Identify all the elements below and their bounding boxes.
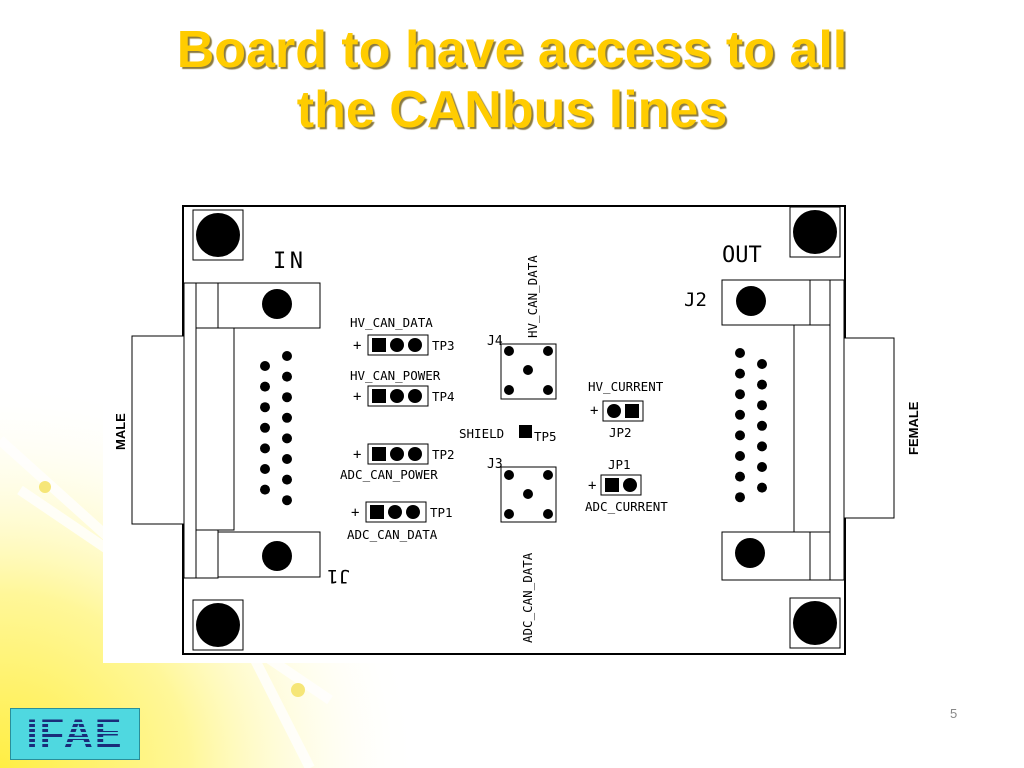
- j1-screw-top: [262, 289, 292, 319]
- connector-pin: [757, 441, 767, 452]
- ifae-logo: IFAE: [10, 708, 140, 760]
- j3-pins: [504, 470, 553, 519]
- title-line-1: Board to have access to all: [176, 21, 848, 79]
- slide-title: Board to have access to all the CANbus l…: [0, 20, 1024, 140]
- jp1-name: ADC_CURRENT: [585, 499, 668, 514]
- tp1-name: ADC_CAN_DATA: [347, 527, 438, 542]
- connector-pin: [735, 389, 745, 400]
- connector-pin: [735, 368, 745, 379]
- connector-pin: [282, 454, 292, 464]
- connector-pin: [282, 371, 292, 382]
- tp2-name: ADC_CAN_POWER: [340, 467, 438, 482]
- connector-pin: [757, 462, 767, 472]
- jp2-plus: +: [590, 403, 598, 419]
- female-label: FEMALE: [906, 401, 921, 455]
- connector-pin: [282, 474, 292, 485]
- tp4-id: TP4: [432, 389, 455, 404]
- j4-header: [500, 343, 557, 400]
- out-label: OUT: [722, 243, 762, 268]
- tp1-id: TP1: [430, 505, 453, 520]
- jp1-id: JP1: [608, 457, 631, 472]
- shield-tp5-pad: [519, 425, 532, 438]
- tp3-name: HV_CAN_DATA: [350, 315, 433, 330]
- tp1-header: [365, 501, 427, 523]
- connector-pin: [260, 381, 270, 392]
- connector-pin: [282, 433, 292, 444]
- connector-pin: [260, 484, 270, 495]
- tp3-plus: +: [353, 338, 361, 354]
- j4-label: J4: [487, 334, 503, 349]
- j2-pins: [735, 348, 767, 503]
- tp2-plus: +: [353, 447, 361, 463]
- connector-pin: [735, 409, 745, 420]
- j1-label: J1: [327, 565, 350, 587]
- connector-j1: [131, 282, 321, 579]
- connector-j2: [721, 279, 895, 581]
- connector-pin: [735, 451, 745, 461]
- connector-pin: [735, 471, 745, 482]
- j3-label: J3: [487, 457, 503, 472]
- tp3-header: [367, 334, 429, 356]
- shield-label: SHIELD: [459, 426, 504, 441]
- connector-pin: [757, 400, 767, 411]
- male-label: MALE: [113, 413, 128, 450]
- connector-pin: [757, 379, 767, 390]
- j4-pins: [504, 346, 553, 395]
- connector-pin: [260, 464, 270, 474]
- j1-screw-bottom: [262, 541, 292, 571]
- title-line-2: the CANbus lines: [296, 81, 728, 139]
- connector-pin: [260, 422, 270, 433]
- connector-pin: [260, 443, 270, 454]
- connector-pin: [757, 482, 767, 493]
- tp3-id: TP3: [432, 338, 455, 353]
- connector-pin: [260, 402, 270, 413]
- connector-pin: [735, 348, 745, 358]
- connector-pin: [735, 430, 745, 441]
- tp5-label: TP5: [534, 429, 557, 444]
- j2-label: J2: [684, 289, 707, 311]
- connector-pin: [282, 392, 292, 403]
- mounting-holes: [192, 206, 841, 651]
- connector-pin: [260, 361, 270, 371]
- page-number: 5: [950, 706, 958, 721]
- tp2-id: TP2: [432, 447, 455, 462]
- adc-can-data-vertical: ADC_CAN_DATA: [520, 552, 535, 643]
- jp2-id: JP2: [609, 425, 632, 440]
- j3-header: [500, 466, 557, 523]
- connector-pin: [757, 359, 767, 369]
- jp1-plus: +: [588, 478, 596, 494]
- jp1-header: [600, 474, 642, 496]
- connector-pin: [282, 495, 292, 506]
- jp2-header: [602, 400, 644, 422]
- tp1-plus: +: [351, 505, 359, 521]
- logo-text: IFAE: [26, 711, 124, 756]
- j1-pins: [260, 351, 292, 506]
- tp2-header: [367, 443, 429, 465]
- tp4-header: [367, 385, 429, 407]
- j2-screw-bottom: [735, 538, 765, 568]
- connector-pin: [282, 351, 292, 361]
- connector-pin: [735, 492, 745, 503]
- tp4-name: HV_CAN_POWER: [350, 368, 441, 383]
- j2-screw-top: [736, 286, 766, 316]
- tp4-plus: +: [353, 389, 361, 405]
- jp2-name: HV_CURRENT: [588, 379, 664, 394]
- board-outline: [182, 205, 846, 655]
- hv-can-data-vertical: HV_CAN_DATA: [525, 255, 540, 338]
- connector-pin: [757, 420, 767, 431]
- connector-pin: [282, 412, 292, 423]
